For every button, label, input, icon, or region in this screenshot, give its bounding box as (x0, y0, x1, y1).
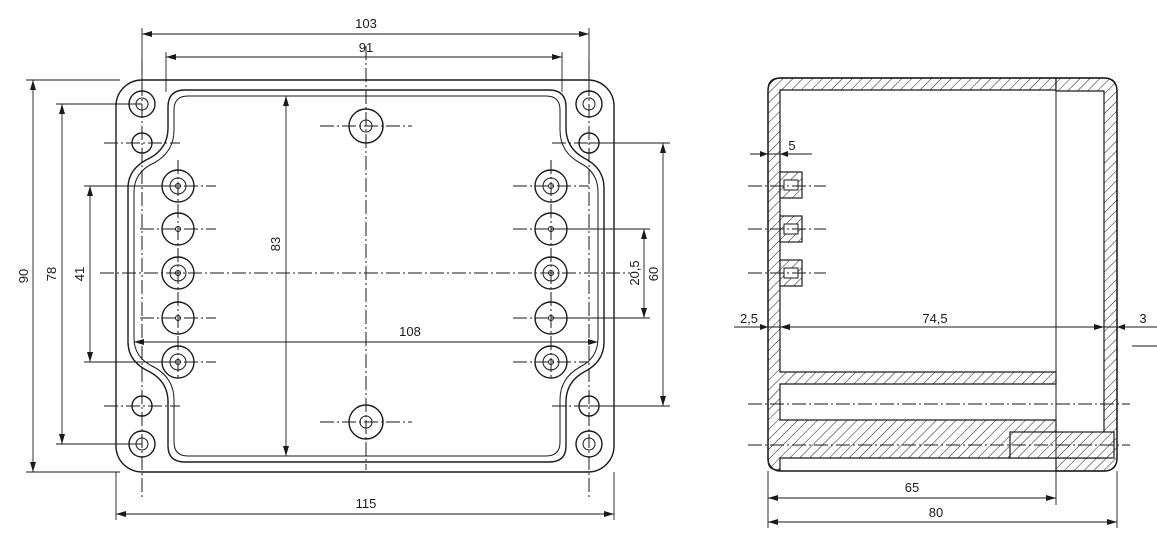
dim-115: 115 (115, 472, 615, 520)
dim-row-depth: 2,5 74,5 3 (734, 311, 1157, 347)
dim-20-5: 20,5 (551, 228, 650, 319)
dim-103-label: 103 (355, 16, 377, 31)
dim-83: 83 (268, 96, 289, 456)
left-wall-section (767, 77, 1057, 471)
dim-65: 65 (767, 471, 1057, 528)
pcb-bosses-section (779, 171, 803, 287)
dim-80: 80 (768, 471, 1118, 528)
front-view: 103 91 90 78 (16, 16, 670, 520)
lid-section (1055, 77, 1118, 472)
mounting-channel (779, 383, 1057, 421)
dim-74-5-label: 74,5 (922, 311, 947, 326)
enclosure-outer-flange (115, 79, 615, 473)
dim-65-label: 65 (905, 480, 919, 495)
lid-outline (127, 89, 605, 463)
dim-3-label: 3 (1139, 311, 1146, 326)
dim-90-label: 90 (16, 269, 31, 283)
dim-60: 60 (589, 142, 670, 407)
dim-41: 41 (72, 185, 178, 363)
dim-60-label: 60 (646, 267, 661, 281)
front-centerlines (100, 46, 630, 500)
side-outline (767, 77, 1118, 472)
dim-108: 108 (134, 324, 598, 345)
dim-90: 90 (16, 79, 120, 473)
dim-103: 103 (141, 16, 590, 96)
lid-outline-inner (133, 95, 599, 457)
dim-2-5-label: 2,5 (740, 311, 758, 326)
dim-91: 91 (165, 40, 563, 92)
dim-5: 5 (750, 138, 812, 172)
dim-5-label: 5 (788, 138, 795, 153)
dim-78: 78 (44, 103, 142, 445)
dim-78-label: 78 (44, 267, 59, 281)
dim-83-label: 83 (268, 237, 283, 251)
dim-108-label: 108 (399, 324, 421, 339)
side-view: 5 2,5 74,5 3 65 8 (734, 77, 1157, 528)
dim-91-label: 91 (359, 40, 373, 55)
dim-41-label: 41 (72, 267, 87, 281)
dim-115-label: 115 (356, 496, 377, 511)
dim-80-label: 80 (929, 505, 943, 520)
dim-20-5-label: 20,5 (627, 260, 642, 285)
side-centerlines (748, 185, 1130, 446)
